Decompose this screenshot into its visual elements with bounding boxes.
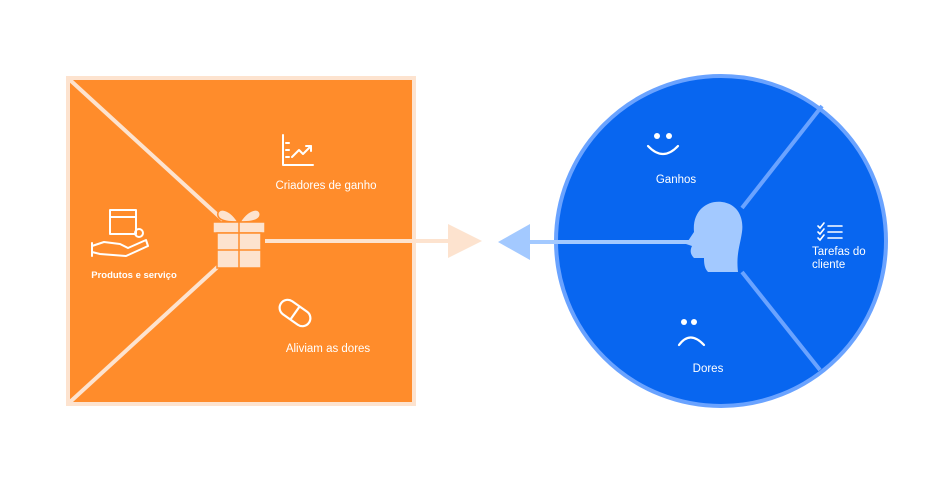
pains-label: Dores (693, 363, 724, 375)
gains-label: Ganhos (656, 174, 697, 186)
value-map: Produtos e serviço Criadores de ganho Al… (66, 76, 482, 406)
pain-relievers-label: Aliviam as dores (286, 343, 371, 355)
head-profile-icon (686, 201, 743, 272)
customer-jobs-label-line1: Tarefas do (812, 246, 866, 258)
customer-divider-bottom (740, 270, 822, 372)
hand-box-icon (91, 209, 149, 257)
pill-icon (278, 298, 312, 328)
value-map-divider-bottom (68, 260, 225, 404)
sad-face-icon (677, 319, 706, 347)
customer-divider-top (740, 104, 824, 210)
arrow-right-icon (448, 224, 482, 258)
value-map-divider-top (68, 78, 225, 222)
customer-profile: Ganhos Dores Tarefas do cliente (498, 74, 888, 408)
checklist-icon (817, 222, 843, 242)
gift-icon (212, 209, 266, 269)
gain-creators-label: Criadores de ganho (275, 180, 376, 192)
customer-jobs-label-line2: cliente (812, 259, 845, 271)
products-services-label: Produtos e serviço (91, 270, 177, 281)
chart-trend-icon (282, 134, 314, 166)
arrow-left-icon (498, 224, 530, 260)
smile-face-icon (646, 133, 680, 156)
